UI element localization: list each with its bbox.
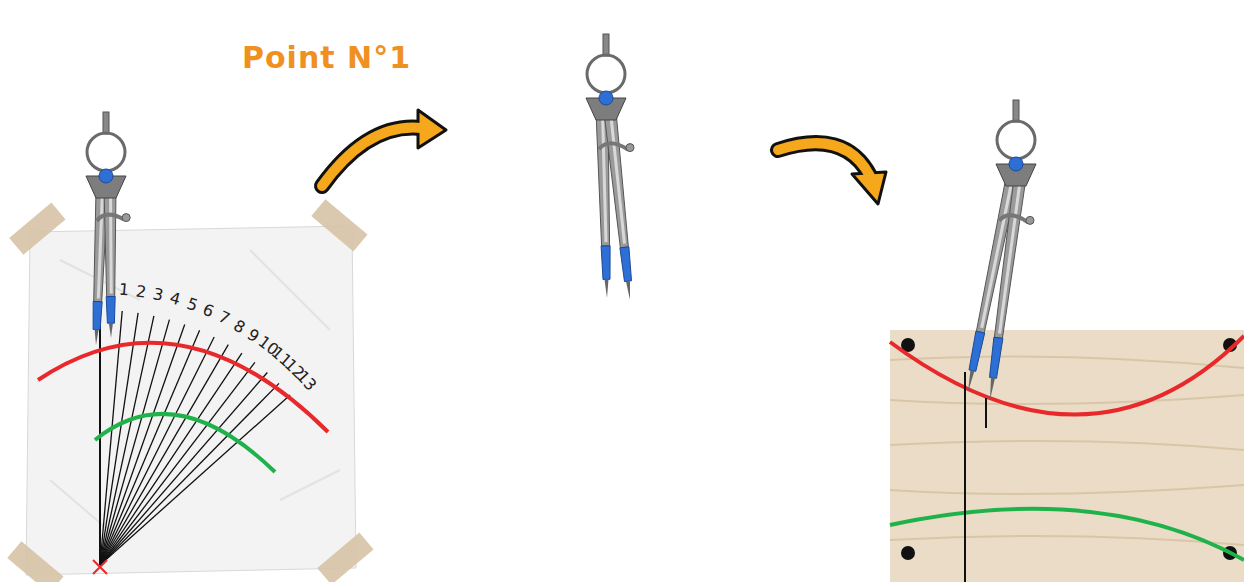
compass-leg xyxy=(604,111,628,247)
fan-line xyxy=(100,383,279,565)
tape xyxy=(7,541,63,582)
compass-ring xyxy=(997,121,1035,159)
compass-ring xyxy=(587,55,625,93)
blue-grip xyxy=(601,246,610,280)
fan-line xyxy=(100,325,185,566)
callout-number: 1 xyxy=(118,282,130,299)
compass-handle xyxy=(103,112,109,134)
green-arc xyxy=(95,414,275,472)
leg-shine xyxy=(609,116,626,244)
transition-arrow xyxy=(778,143,886,204)
blue-grip xyxy=(106,297,115,324)
blue-knob xyxy=(1009,157,1023,171)
needle-tip xyxy=(968,370,974,392)
compasses xyxy=(86,34,1036,400)
fan-line xyxy=(100,337,214,565)
fan-line xyxy=(100,320,169,565)
needle-tip xyxy=(605,279,609,298)
paper-sheet xyxy=(26,226,356,575)
red-arc xyxy=(38,343,328,432)
adjust-screw xyxy=(1026,216,1034,224)
leg-shine xyxy=(109,193,113,294)
needle-tip xyxy=(626,281,630,300)
adjust-screw xyxy=(626,144,634,152)
red-arc xyxy=(890,336,1244,415)
fan-line xyxy=(100,353,242,565)
adjust-screw xyxy=(122,214,130,222)
tape xyxy=(9,203,65,255)
needle-tip xyxy=(990,378,995,401)
compass-leg xyxy=(104,190,116,297)
fan-line xyxy=(100,362,255,565)
tape xyxy=(317,533,373,582)
compass-leg xyxy=(994,177,1026,338)
compass-ring xyxy=(87,133,125,171)
title: Point N°1 xyxy=(242,40,411,75)
compass xyxy=(586,34,634,300)
blue-knob xyxy=(99,169,113,183)
green-arc xyxy=(890,509,1244,560)
leg-shine xyxy=(998,182,1021,333)
fan-line xyxy=(100,373,267,566)
leg-shine xyxy=(97,193,104,299)
compass-arc-bar xyxy=(97,215,124,221)
mark-tick xyxy=(985,398,987,428)
fan-line xyxy=(100,316,154,565)
blue-grip xyxy=(969,331,985,371)
compass xyxy=(86,112,130,345)
transition-arrow xyxy=(322,110,446,186)
compass-arc-bar xyxy=(599,143,628,149)
corner-dot xyxy=(901,546,915,560)
origin-cross xyxy=(93,560,107,574)
needle-tip xyxy=(109,323,113,338)
vertical-line xyxy=(99,290,101,565)
tape xyxy=(311,199,367,251)
blue-grip xyxy=(990,337,1003,378)
needle-tip xyxy=(95,329,99,345)
fan-line xyxy=(100,330,200,565)
compass-arc-bar xyxy=(999,215,1028,222)
compass xyxy=(968,100,1036,400)
wood-board xyxy=(890,330,1244,582)
blue-grip xyxy=(620,247,632,282)
blue-knob xyxy=(599,91,613,105)
compass-handle xyxy=(1013,100,1019,122)
vertical-line xyxy=(964,372,966,582)
compass-handle xyxy=(603,34,609,56)
blue-grip xyxy=(93,301,102,329)
